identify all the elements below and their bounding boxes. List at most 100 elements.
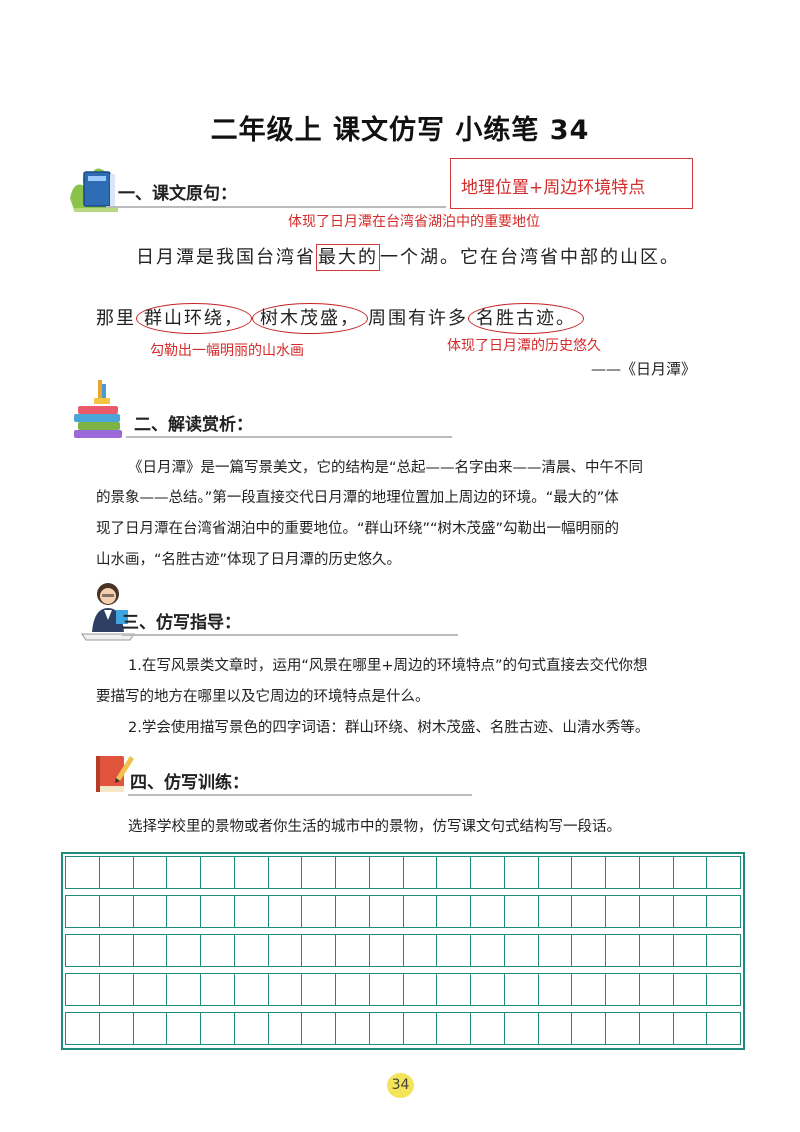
grid-row[interactable]: [65, 973, 741, 1006]
grid-cell[interactable]: [234, 856, 269, 889]
grid-cell[interactable]: [437, 1012, 471, 1045]
grid-cell[interactable]: [504, 973, 539, 1006]
grid-cell[interactable]: [403, 895, 438, 928]
grid-cell[interactable]: [606, 895, 640, 928]
grid-cell[interactable]: [437, 895, 471, 928]
grid-cell[interactable]: [572, 973, 606, 1006]
grid-cell[interactable]: [504, 934, 539, 967]
grid-cell[interactable]: [369, 856, 404, 889]
grid-cell[interactable]: [606, 973, 640, 1006]
grid-cell[interactable]: [639, 934, 674, 967]
grid-cell[interactable]: [167, 973, 201, 1006]
grid-cell[interactable]: [336, 934, 370, 967]
grid-cell[interactable]: [65, 973, 100, 1006]
grid-cell[interactable]: [167, 934, 201, 967]
grid-cell[interactable]: [201, 1012, 235, 1045]
grid-cell[interactable]: [133, 856, 168, 889]
grid-cell[interactable]: [268, 856, 303, 889]
grid-cell[interactable]: [403, 1012, 438, 1045]
grid-cell[interactable]: [133, 1012, 168, 1045]
grid-cell[interactable]: [471, 973, 505, 1006]
grid-cell[interactable]: [572, 895, 606, 928]
grid-cell[interactable]: [302, 1012, 336, 1045]
grid-cell[interactable]: [403, 973, 438, 1006]
grid-cell[interactable]: [673, 934, 708, 967]
grid-cell[interactable]: [471, 856, 505, 889]
grid-cell[interactable]: [673, 856, 708, 889]
grid-row[interactable]: [65, 856, 741, 889]
grid-cell[interactable]: [639, 856, 674, 889]
grid-cell[interactable]: [504, 895, 539, 928]
grid-cell[interactable]: [302, 973, 336, 1006]
grid-cell[interactable]: [369, 973, 404, 1006]
grid-cell[interactable]: [167, 1012, 201, 1045]
grid-cell[interactable]: [133, 973, 168, 1006]
grid-cell[interactable]: [65, 1012, 100, 1045]
grid-cell[interactable]: [302, 895, 336, 928]
grid-cell[interactable]: [234, 895, 269, 928]
grid-cell[interactable]: [403, 934, 438, 967]
grid-cell[interactable]: [268, 973, 303, 1006]
grid-cell[interactable]: [268, 934, 303, 967]
grid-cell[interactable]: [336, 1012, 370, 1045]
grid-cell[interactable]: [268, 1012, 303, 1045]
grid-cell[interactable]: [504, 1012, 539, 1045]
grid-cell[interactable]: [538, 973, 573, 1006]
grid-cell[interactable]: [99, 856, 134, 889]
grid-cell[interactable]: [268, 895, 303, 928]
grid-cell[interactable]: [437, 973, 471, 1006]
grid-cell[interactable]: [673, 1012, 708, 1045]
grid-cell[interactable]: [673, 973, 708, 1006]
grid-cell[interactable]: [65, 856, 100, 889]
grid-cell[interactable]: [234, 1012, 269, 1045]
grid-cell[interactable]: [504, 856, 539, 889]
grid-cell[interactable]: [65, 934, 100, 967]
grid-cell[interactable]: [302, 934, 336, 967]
grid-cell[interactable]: [99, 934, 134, 967]
grid-cell[interactable]: [673, 895, 708, 928]
grid-cell[interactable]: [538, 856, 573, 889]
grid-cell[interactable]: [201, 973, 235, 1006]
grid-cell[interactable]: [639, 895, 674, 928]
grid-cell[interactable]: [437, 856, 471, 889]
grid-cell[interactable]: [606, 1012, 640, 1045]
grid-cell[interactable]: [538, 934, 573, 967]
grid-cell[interactable]: [403, 856, 438, 889]
grid-cell[interactable]: [234, 973, 269, 1006]
grid-cell[interactable]: [369, 895, 404, 928]
grid-cell[interactable]: [201, 895, 235, 928]
grid-cell[interactable]: [471, 934, 505, 967]
grid-cell[interactable]: [336, 973, 370, 1006]
grid-cell[interactable]: [99, 973, 134, 1006]
grid-cell[interactable]: [437, 934, 471, 967]
grid-cell[interactable]: [471, 895, 505, 928]
grid-cell[interactable]: [707, 895, 741, 928]
writing-grid[interactable]: [61, 852, 745, 1050]
grid-cell[interactable]: [302, 856, 336, 889]
grid-cell[interactable]: [639, 1012, 674, 1045]
grid-cell[interactable]: [639, 973, 674, 1006]
grid-cell[interactable]: [336, 856, 370, 889]
grid-cell[interactable]: [336, 895, 370, 928]
grid-cell[interactable]: [606, 856, 640, 889]
grid-cell[interactable]: [369, 1012, 404, 1045]
grid-cell[interactable]: [167, 856, 201, 889]
grid-cell[interactable]: [201, 934, 235, 967]
grid-cell[interactable]: [707, 973, 741, 1006]
grid-cell[interactable]: [606, 934, 640, 967]
grid-cell[interactable]: [201, 856, 235, 889]
grid-row[interactable]: [65, 1012, 741, 1045]
grid-cell[interactable]: [707, 934, 741, 967]
grid-cell[interactable]: [707, 856, 741, 889]
grid-cell[interactable]: [538, 1012, 573, 1045]
grid-cell[interactable]: [369, 934, 404, 967]
grid-cell[interactable]: [234, 934, 269, 967]
grid-cell[interactable]: [65, 895, 100, 928]
grid-cell[interactable]: [572, 1012, 606, 1045]
grid-row[interactable]: [65, 934, 741, 967]
grid-cell[interactable]: [572, 934, 606, 967]
grid-cell[interactable]: [99, 895, 134, 928]
grid-cell[interactable]: [538, 895, 573, 928]
grid-cell[interactable]: [167, 895, 201, 928]
grid-row[interactable]: [65, 895, 741, 928]
